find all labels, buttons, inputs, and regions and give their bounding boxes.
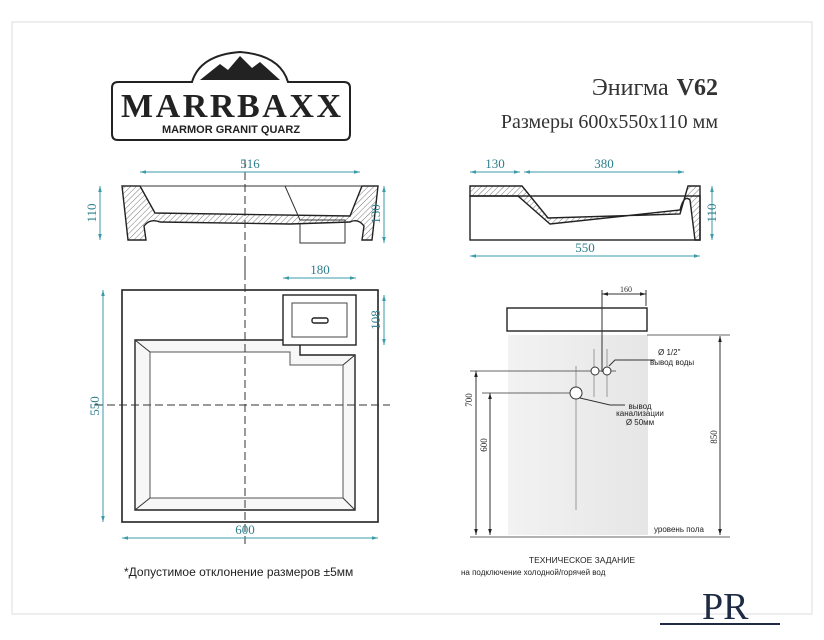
svg-text:160: 160 — [620, 285, 632, 294]
svg-text:550: 550 — [575, 240, 595, 255]
svg-text:110: 110 — [84, 203, 99, 222]
svg-text:канализации: канализации — [616, 409, 664, 418]
svg-text:600: 600 — [479, 438, 489, 452]
svg-text:PR: PR — [702, 586, 749, 628]
svg-text:Ø 1/2": Ø 1/2" — [658, 348, 681, 357]
svg-text:516: 516 — [240, 156, 260, 171]
page-frame — [11, 21, 813, 615]
svg-text:110: 110 — [704, 203, 719, 222]
svg-text:уровень пола: уровень пола — [654, 525, 705, 534]
tolerance-note: *Допустимое отклонение размеров ±5мм — [124, 565, 353, 579]
logo-brand: MARRBAXX — [121, 88, 341, 125]
installation-spec: 160 Ø 1/2" вывод воды вывод канализации … — [461, 285, 730, 577]
drain-outlet-icon — [569, 386, 583, 400]
svg-text:180: 180 — [310, 262, 330, 277]
mountain-icon — [200, 56, 280, 80]
svg-text:600: 600 — [235, 522, 255, 537]
water-outlet-icon — [602, 366, 612, 376]
brand-logo: MARRBAXX MARMOR GRANIT QUARZ — [111, 50, 351, 141]
svg-text:вывод: вывод — [628, 402, 651, 411]
logo-tagline: MARMOR GRANIT QUARZ — [162, 124, 300, 136]
svg-text:130: 130 — [368, 204, 383, 224]
svg-text:108: 108 — [368, 310, 383, 330]
svg-text:на подключение холодной/горяче: на подключение холодной/горячей вод — [461, 568, 606, 577]
svg-text:Ø 50мм: Ø 50мм — [626, 418, 654, 427]
svg-text:850: 850 — [709, 430, 719, 444]
overflow-slot — [311, 317, 329, 324]
svg-text:вывод воды: вывод воды — [650, 358, 694, 367]
svg-text:380: 380 — [594, 156, 614, 171]
corner-logo: PR — [660, 586, 780, 628]
svg-text:550: 550 — [87, 396, 102, 416]
sink-outline — [506, 307, 648, 332]
svg-text:ТЕХНИЧЕСКОЕ ЗАДАНИЕ: ТЕХНИЧЕСКОЕ ЗАДАНИЕ — [529, 555, 636, 565]
svg-text:130: 130 — [485, 156, 505, 171]
product-dimensions: Размеры 600x550x110 мм — [501, 111, 719, 133]
plan-view: 180 108 550 600 — [87, 260, 390, 545]
water-outlet-icon — [590, 366, 600, 376]
side-section-view: 130 380 550 110 — [469, 156, 719, 258]
front-section-view: 516 110 130 — [84, 156, 386, 280]
svg-text:700: 700 — [464, 393, 474, 407]
